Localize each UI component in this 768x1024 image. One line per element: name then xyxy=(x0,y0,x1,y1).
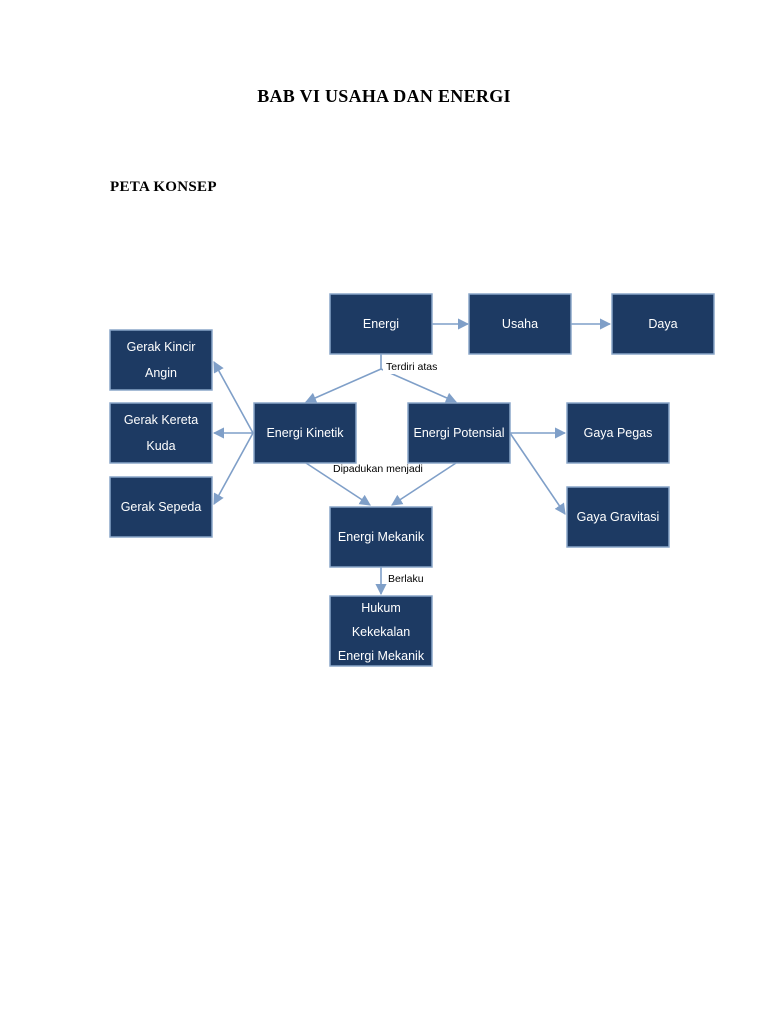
edge-kinetik-mekanik xyxy=(305,462,371,506)
label-dipadukan-menjadi: Dipadukan menjadi xyxy=(333,463,423,475)
edge-kinetik-sepeda xyxy=(213,432,254,505)
node-gaya-pegas-label: Gaya Pegas xyxy=(584,426,653,440)
node-hukum-kekekalan-line2: Kekekalan xyxy=(352,625,410,639)
node-daya-label: Daya xyxy=(648,317,677,331)
node-gerak-kereta-kuda-line1: Gerak Kereta xyxy=(124,413,198,427)
edge-energi-potensial xyxy=(380,368,458,404)
node-gerak-kincir-angin: Gerak Kincir Angin xyxy=(109,329,213,391)
edge-kinetik-kincir xyxy=(213,361,254,434)
node-gerak-kincir-angin-line1: Gerak Kincir xyxy=(127,340,196,354)
node-hukum-kekekalan-line3: Energi Mekanik xyxy=(338,649,425,663)
edges xyxy=(212,318,612,596)
page-title: BAB VI USAHA DAN ENERGI xyxy=(257,86,511,106)
node-gaya-gravitasi-label: Gaya Gravitasi xyxy=(577,510,660,524)
edge-potensial-mekanik xyxy=(391,462,457,506)
edge-potensial-gravitasi xyxy=(509,432,566,515)
node-energi: Energi xyxy=(329,293,433,355)
node-gerak-kincir-angin-line2: Angin xyxy=(145,366,177,380)
node-gerak-sepeda-label: Gerak Sepeda xyxy=(121,500,202,514)
node-energi-label: Energi xyxy=(363,317,399,331)
nodes: Energi Usaha Daya Gerak Kincir Angin Ger… xyxy=(109,293,715,667)
section-heading: PETA KONSEP xyxy=(110,179,217,195)
node-hukum-kekekalan-line1: Hukum xyxy=(361,601,401,615)
node-usaha: Usaha xyxy=(468,293,572,355)
node-gerak-kereta-kuda: Gerak Kereta Kuda xyxy=(109,402,213,464)
node-energi-mekanik-label: Energi Mekanik xyxy=(338,530,425,544)
node-daya: Daya xyxy=(611,293,715,355)
label-terdiri-atas: Terdiri atas xyxy=(386,361,437,373)
node-energi-potensial-label: Energi Potensial xyxy=(413,426,504,440)
node-energi-kinetik: Energi Kinetik xyxy=(253,402,357,464)
node-gaya-pegas: Gaya Pegas xyxy=(566,402,670,464)
node-hukum-kekekalan: Hukum Kekekalan Energi Mekanik xyxy=(329,595,433,667)
node-energi-kinetik-label: Energi Kinetik xyxy=(266,426,344,440)
node-usaha-label: Usaha xyxy=(502,317,538,331)
edge-energi-kinetik xyxy=(304,368,382,404)
node-gerak-sepeda: Gerak Sepeda xyxy=(109,476,213,538)
label-berlaku: Berlaku xyxy=(388,573,424,585)
node-gaya-gravitasi: Gaya Gravitasi xyxy=(566,486,670,548)
edge-labels: Terdiri atas Dipadukan menjadi Berlaku xyxy=(330,358,465,585)
node-energi-potensial: Energi Potensial xyxy=(407,402,511,464)
node-energi-mekanik: Energi Mekanik xyxy=(329,506,433,568)
node-gerak-kereta-kuda-line2: Kuda xyxy=(146,439,175,453)
